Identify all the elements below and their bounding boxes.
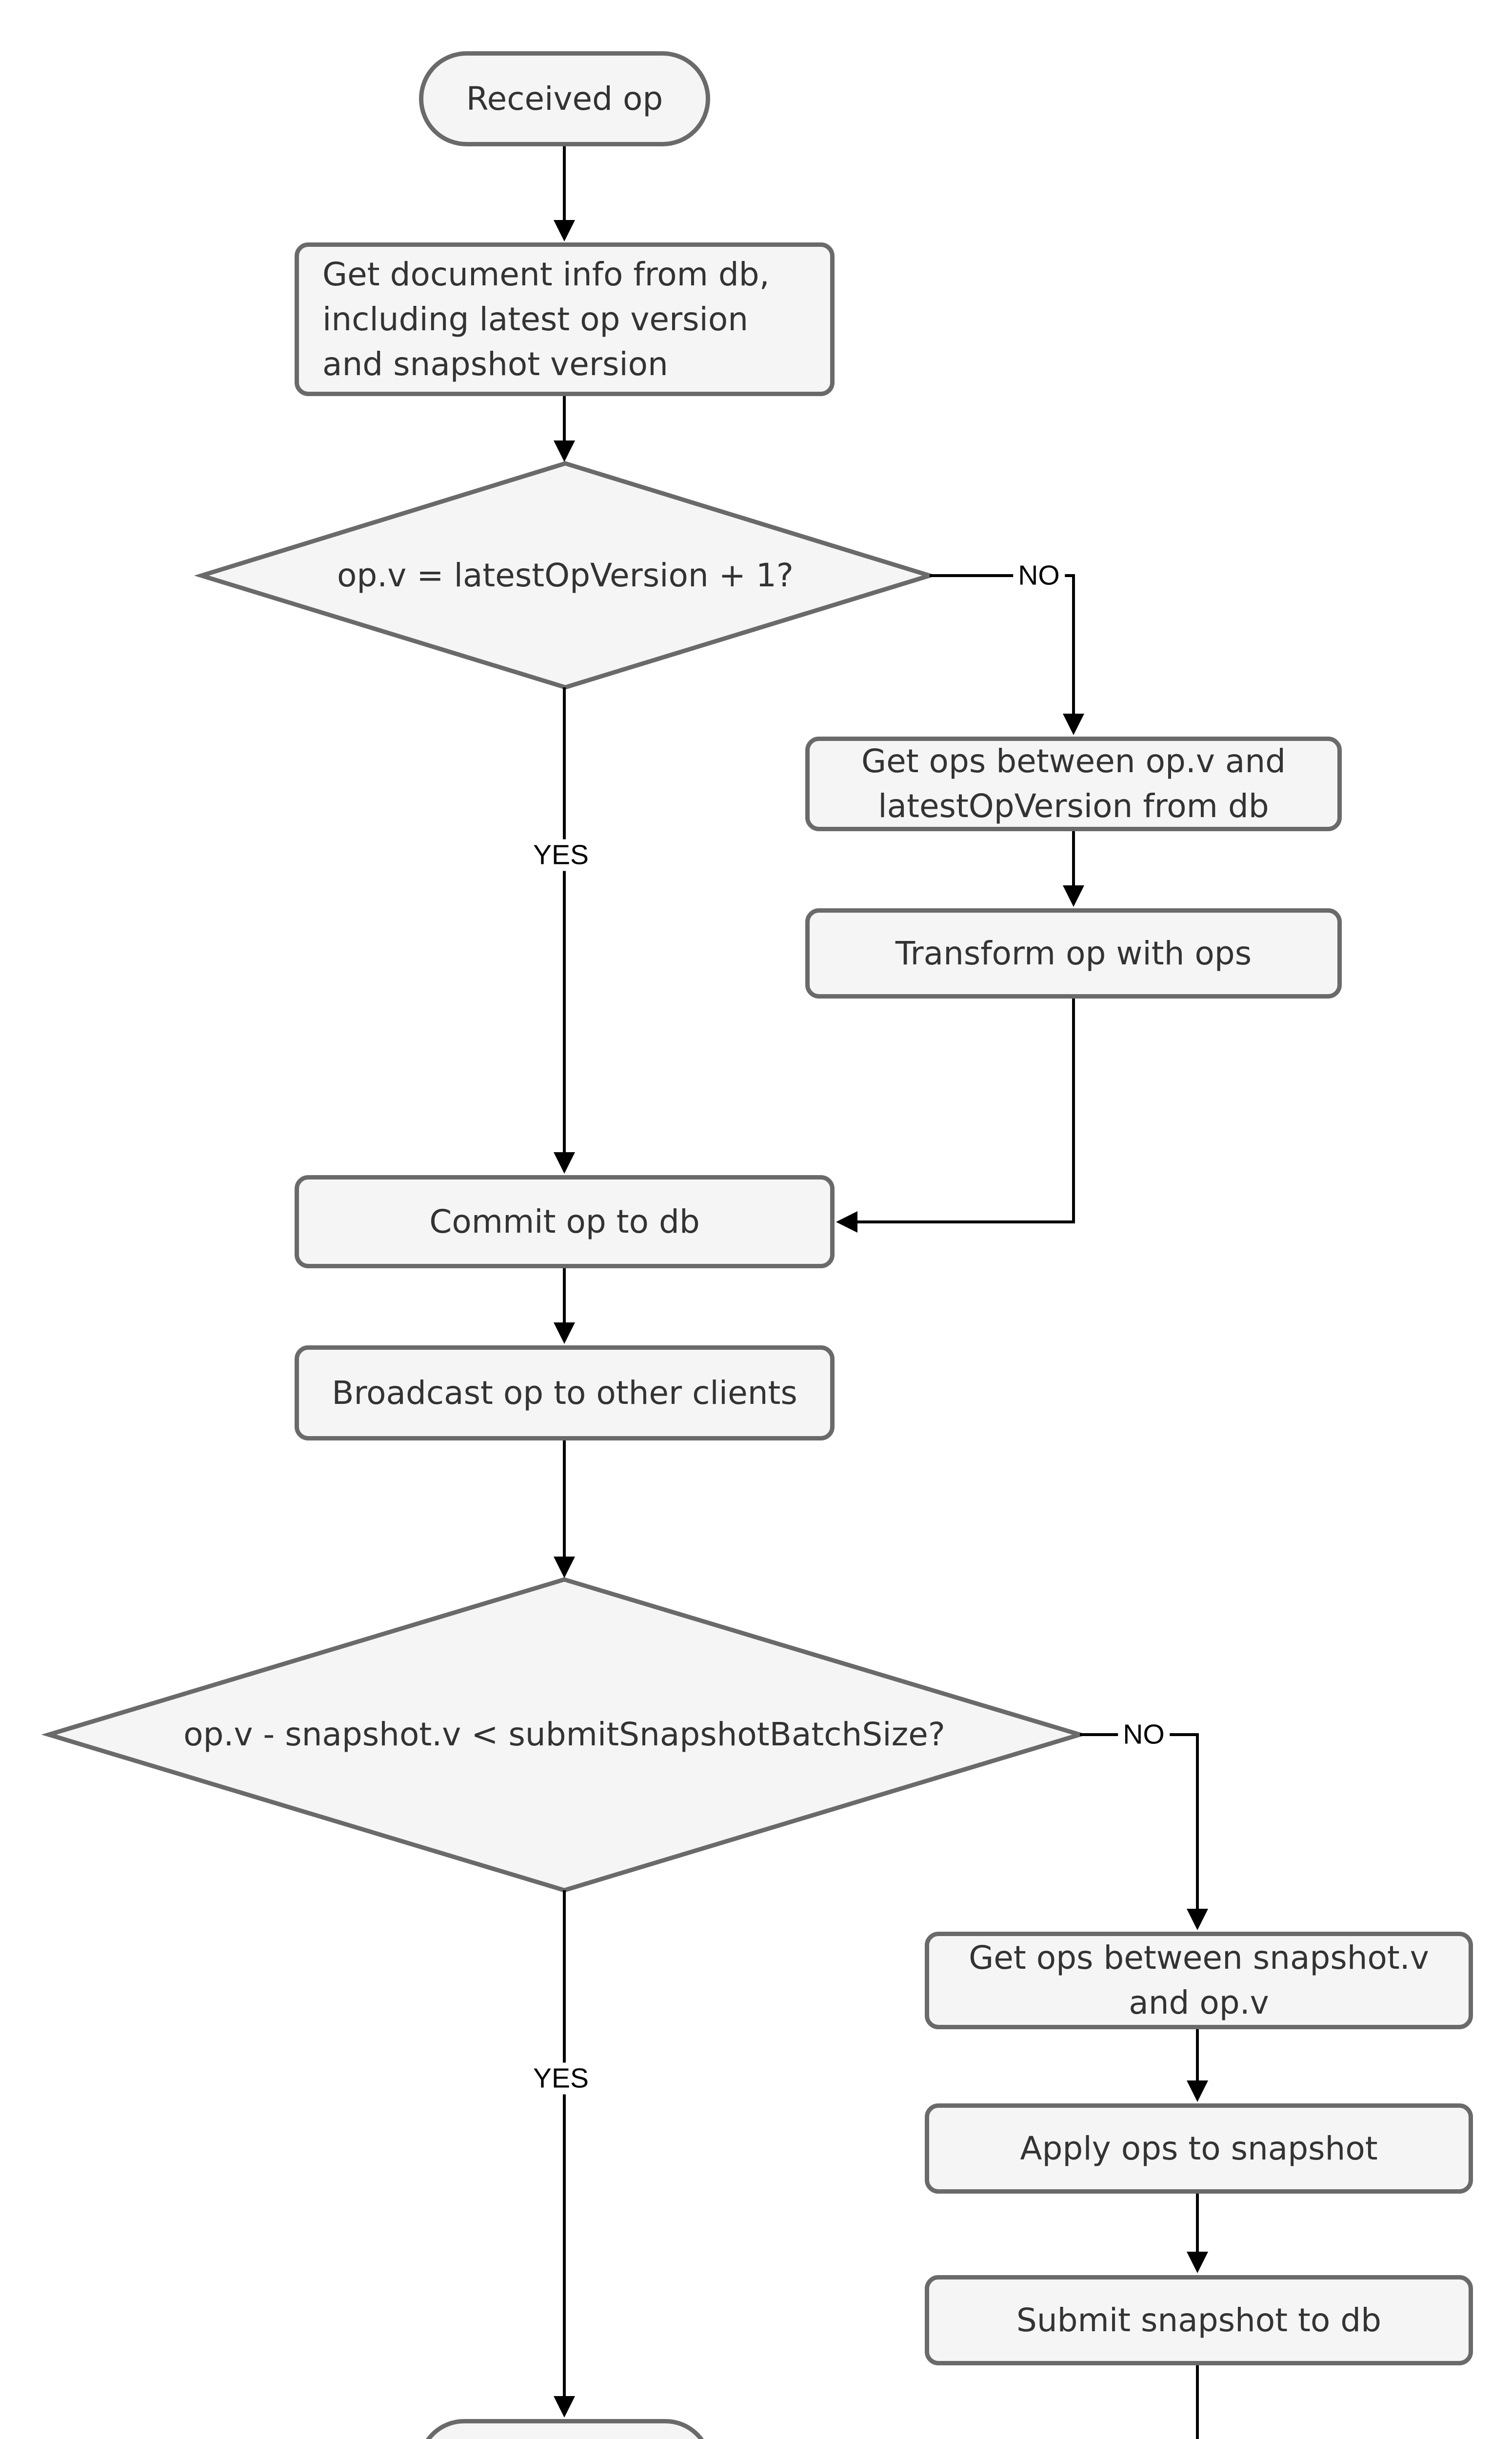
process-apply-ops: Apply ops to snapshot — [925, 2103, 1473, 2194]
process-broadcast-op-label: Broadcast op to other clients — [332, 1374, 797, 1412]
terminator-received-op-label: Received op — [466, 80, 663, 118]
process-get-ops-snapshot-line2: and op.v — [1129, 1984, 1269, 2021]
process-submit-snapshot-label: Submit snapshot to db — [1016, 2301, 1382, 2339]
process-commit-op: Commit op to db — [295, 1175, 835, 1268]
process-get-ops-opv-line1: Get ops between op.v and — [861, 742, 1286, 780]
edge-label-yes-1: YES — [528, 839, 594, 871]
terminator-end-process: End process — [418, 2419, 712, 2439]
process-transform-op-label: Transform op with ops — [895, 934, 1252, 972]
decision-op-version-label: op.v = latestOpVersion + 1? — [337, 557, 794, 594]
edge-label-no-2: NO — [1118, 1719, 1170, 1751]
process-broadcast-op: Broadcast op to other clients — [295, 1345, 835, 1440]
process-transform-op: Transform op with ops — [805, 908, 1342, 999]
edge-decision1-no — [930, 574, 1084, 735]
process-get-ops-opv: Get ops between op.v and latestOpVersion… — [805, 737, 1342, 831]
process-get-document-info-line3: and snapshot version — [322, 345, 668, 383]
decision-snapshot-batch-label: op.v - snapshot.v < submitSnapshotBatchS… — [183, 1716, 945, 1753]
process-get-ops-opv-line2: latestOpVersion from db — [878, 787, 1269, 825]
terminator-received-op: Received op — [419, 51, 710, 146]
process-get-ops-snapshot: Get ops between snapshot.v and op.v — [925, 1932, 1473, 2029]
edge-decision2-no — [1080, 1733, 1208, 1930]
process-get-document-info: Get document info from db, including lat… — [295, 242, 835, 396]
edge-label-no-1: NO — [1013, 560, 1065, 592]
process-apply-ops-label: Apply ops to snapshot — [1020, 2129, 1378, 2167]
process-commit-op-label: Commit op to db — [429, 1202, 700, 1240]
edge-label-yes-2: YES — [528, 2062, 594, 2095]
process-get-document-info-line1: Get document info from db, — [322, 255, 770, 293]
edge-transform-to-commit — [836, 999, 1075, 1233]
process-get-ops-snapshot-line1: Get ops between snapshot.v — [969, 1939, 1429, 1977]
edge-submit-to-end — [1196, 2365, 1199, 2439]
process-submit-snapshot: Submit snapshot to db — [925, 2275, 1473, 2365]
process-get-document-info-line2: including latest op version — [322, 300, 749, 338]
